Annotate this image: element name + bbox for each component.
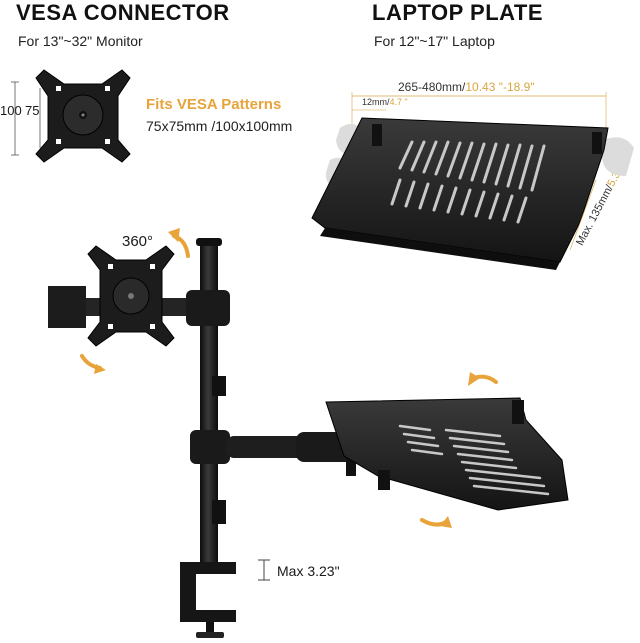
mount-pole — [186, 238, 230, 570]
rotation-arrowheads — [94, 228, 480, 528]
desk-clamp — [180, 559, 270, 638]
laptop-width-label: 265-480mm/10.43 "-18.9" — [398, 80, 535, 94]
laptop-lip-mm: 12mm/ — [362, 97, 390, 107]
vesa-dim-75: 75 — [25, 103, 40, 118]
vesa-subtitle: For 13"~32" Monitor — [18, 33, 143, 49]
laptop-tray-mounted — [325, 397, 569, 511]
monitor-vesa-head — [48, 245, 186, 347]
laptop-width-mm: 265-480mm/ — [398, 80, 466, 94]
vesa-fits-title: Fits VESA Patterns — [146, 96, 282, 113]
laptop-title: LAPTOP PLATE — [372, 0, 544, 25]
rotation-label: 360° — [122, 233, 154, 250]
laptop-plate-image — [311, 92, 634, 270]
laptop-lip-in: 4.7 " — [389, 97, 408, 107]
clamp-max-label: Max 3.23" — [277, 563, 340, 579]
vesa-connector-image — [11, 69, 131, 163]
laptop-subtitle: For 12"~17" Laptop — [374, 33, 495, 49]
vesa-title: VESA CONNECTOR — [16, 0, 230, 25]
laptop-width-in: 10.43 "-18.9" — [465, 80, 535, 94]
laptop-lip-label: 12mm/4.7 " — [362, 97, 408, 107]
vesa-patterns: 75x75mm /100x100mm — [146, 118, 293, 134]
vesa-dim-100: 100 — [0, 103, 22, 118]
